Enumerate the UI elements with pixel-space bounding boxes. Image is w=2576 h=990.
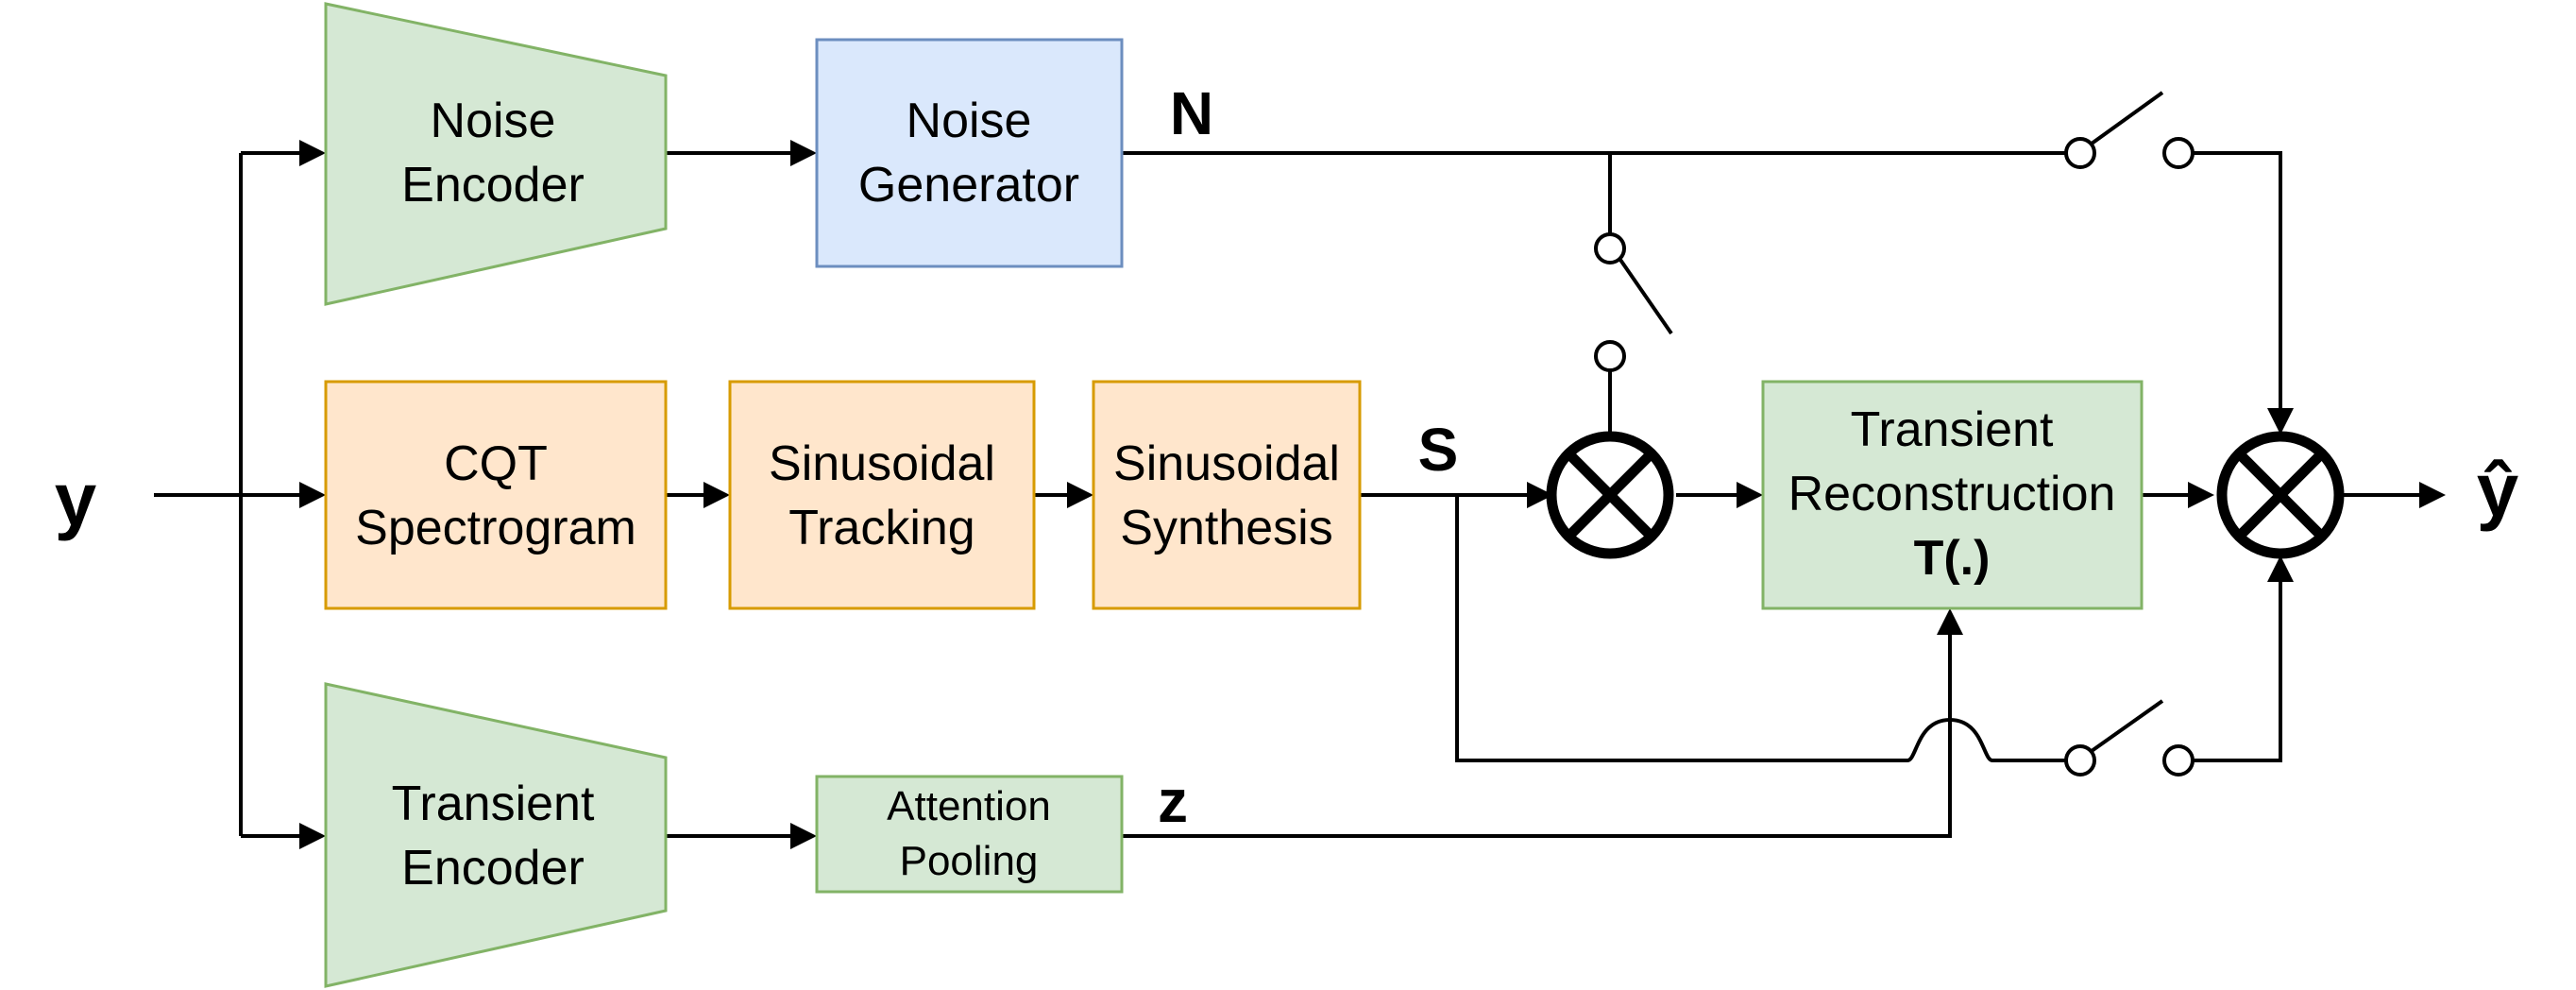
cqt-spectrogram-block: CQT Spectrogram <box>324 380 668 610</box>
transient-rec-line3: T(.) <box>1914 531 1991 586</box>
attention-pooling-shape <box>815 775 1124 894</box>
tracking-line2: Tracking <box>788 501 974 555</box>
arrowheads <box>299 140 2446 849</box>
transient-encoder-line2: Encoder <box>401 841 585 896</box>
arrow-to-synthesis <box>1067 482 1093 508</box>
transient-reconstruction-block: Transient Reconstruction T(.) <box>1761 380 2144 610</box>
transient-rec-line1: Transient <box>1851 402 2054 457</box>
noise-encoder-line2: Encoder <box>401 158 585 213</box>
switch-bottom <box>2064 699 2195 777</box>
attention-pooling-line2: Pooling <box>900 838 1039 884</box>
transient-rec-line2: Reconstruction <box>1788 467 2116 521</box>
arrow-to-cqt <box>299 482 326 508</box>
arrow-to-transient-encoder <box>299 823 326 849</box>
arrow-output <box>2419 482 2446 508</box>
sinusoidal-synthesis-block: Sinusoidal Synthesis <box>1092 380 1362 610</box>
attention-pooling-block: Attention Pooling <box>815 775 1124 894</box>
transient-encoder-line1: Transient <box>392 777 595 831</box>
multiplier-2 <box>2216 431 2345 559</box>
transient-encoder-block: Transient Encoder <box>324 682 668 988</box>
arrow-to-transient-rec <box>1737 482 1763 508</box>
transient-rec-shape <box>1761 380 2144 610</box>
noise-generator-line1: Noise <box>907 94 1032 148</box>
noise-encoder-shape <box>324 2 668 306</box>
noise-generator-block: Noise Generator <box>815 38 1124 268</box>
sinusoidal-tracking-block: Sinusoidal Tracking <box>728 380 1036 610</box>
synthesis-line2: Synthesis <box>1120 501 1332 555</box>
switch-middle <box>1594 232 1673 372</box>
noise-encoder-block: Noise Encoder <box>324 2 668 306</box>
tracking-shape <box>728 380 1036 610</box>
noise-generator-shape <box>815 38 1124 268</box>
arrow-to-pooling <box>790 823 817 849</box>
noise-generator-line2: Generator <box>858 158 1079 213</box>
wire-bottom-switch-to-mult <box>2193 571 2282 762</box>
synthesis-shape <box>1092 380 1362 610</box>
multiplier-1 <box>1546 431 1674 559</box>
output-label: ŷ <box>2477 448 2519 532</box>
switch-top <box>2064 91 2195 169</box>
attention-pooling-line1: Attention <box>887 783 1051 829</box>
cqt-shape <box>324 380 668 610</box>
wire-top-switch-to-mult <box>2193 151 2282 420</box>
noise-encoder-line1: Noise <box>431 94 556 148</box>
transient-encoder-shape <box>324 682 668 988</box>
input-label: y <box>55 457 97 541</box>
arrow-to-tracking <box>703 482 730 508</box>
wire-z <box>1122 623 1952 838</box>
synthesis-line1: Sinusoidal <box>1113 436 1340 491</box>
tracking-line1: Sinusoidal <box>769 436 995 491</box>
arrow-to-noise-generator <box>790 140 817 166</box>
latent-signal-label: z <box>1158 767 1188 835</box>
arrow-bottom-into-mult2 <box>2267 555 2294 582</box>
arrow-top-into-mult2 <box>2267 408 2294 435</box>
arrow-to-mult1 <box>1527 482 1553 508</box>
cqt-line1: CQT <box>444 436 548 491</box>
arrow-to-noise-encoder <box>299 140 326 166</box>
arrow-to-mult2 <box>2188 482 2214 508</box>
arrow-z-into-transient-rec <box>1937 608 1963 635</box>
sinusoid-signal-label: S <box>1418 416 1459 484</box>
cqt-line2: Spectrogram <box>355 501 636 555</box>
noise-signal-label: N <box>1170 79 1213 147</box>
